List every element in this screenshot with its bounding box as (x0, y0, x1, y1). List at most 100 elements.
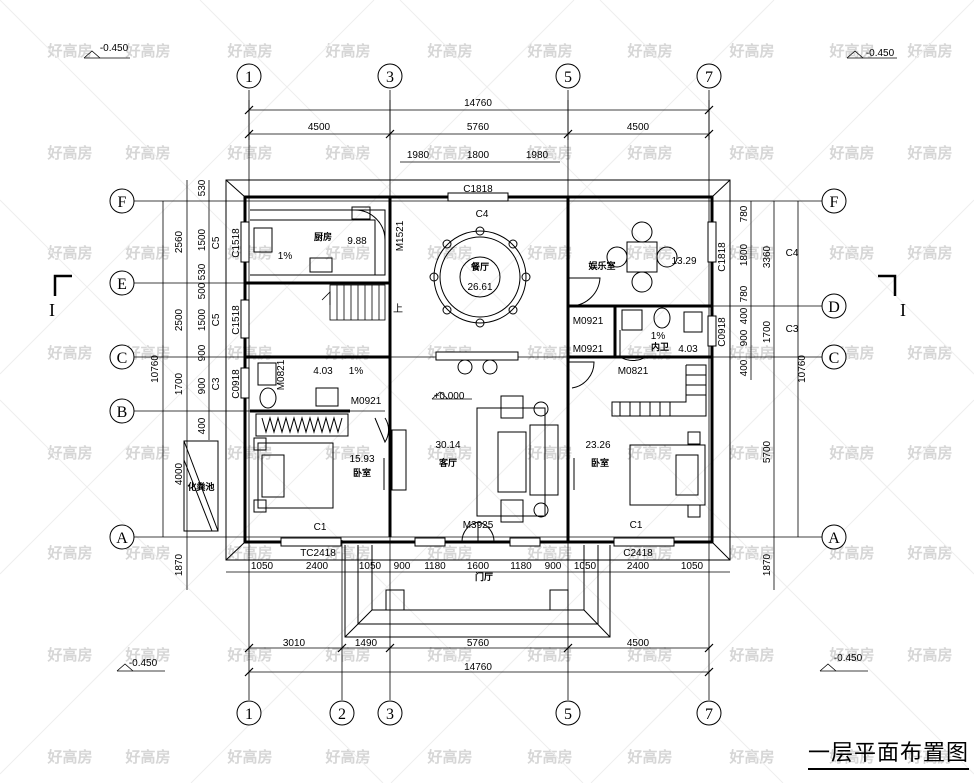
floor-level-label: +0.000 (434, 391, 465, 402)
dim-right-c: 5700 (762, 440, 773, 463)
doors (354, 209, 647, 543)
dim-right-s2: 1800 (739, 243, 750, 266)
watermark-text: 好高房 (828, 444, 874, 462)
watermark-text: 好高房 (626, 748, 672, 766)
watermark-text: 好高房 (226, 42, 272, 60)
watermark-text: 好高房 (124, 544, 170, 562)
room-dining-area: 26.61 (467, 282, 492, 293)
dim-top-d1: 1980 (407, 150, 430, 161)
dim-right-total: 10760 (797, 355, 808, 383)
watermark-text: 好高房 (46, 144, 92, 162)
dim-left-s9: 400 (197, 417, 208, 434)
watermark-text: 好高房 (828, 42, 874, 60)
axis-row-f-left: F (118, 194, 127, 211)
dim-left-c5a: C5 (211, 236, 222, 249)
dim-right-c3: C3 (786, 324, 799, 335)
axis-col-1-bottom: 1 (245, 706, 253, 723)
watermark-text: 好高房 (728, 748, 774, 766)
dim-front-7: 900 (545, 561, 562, 572)
dim-top-b: 5760 (467, 122, 490, 133)
axis-col-7-top: 7 (705, 69, 713, 86)
dim-left-e: 1870 (174, 553, 185, 576)
staircase (321, 284, 386, 321)
dim-right-a: 3360 (762, 245, 773, 268)
dim-left-total: 10760 (150, 355, 161, 383)
watermark-text: 好高房 (46, 344, 92, 362)
watermark-text: 好高房 (828, 544, 874, 562)
window-c4-top: C4 (476, 209, 489, 220)
axis-col-1-top: 1 (245, 69, 253, 86)
watermark-text: 好高房 (124, 444, 170, 462)
dim-left-s5: 1500 (197, 308, 208, 331)
axis-row-a-right: A (828, 530, 840, 547)
room-bed-left-area: 15.93 (349, 454, 374, 465)
section-mark-right: I (900, 300, 906, 320)
watermark-text: 好高房 (906, 144, 952, 162)
watermark-text: 好高房 (728, 244, 774, 262)
watermark-text: 好高房 (728, 544, 774, 562)
window-c1818-top: C1818 (463, 184, 493, 195)
dim-top-d2: 1800 (467, 150, 490, 161)
dim-left-b: 2500 (174, 308, 185, 331)
watermark-text: 好高房 (728, 344, 774, 362)
watermark-text: 好高房 (906, 444, 952, 462)
watermark-text: 好高房 (526, 42, 572, 60)
watermark-text: 好高房 (728, 646, 774, 664)
axis-bubbles (109, 63, 847, 726)
dim-right-s5: 900 (739, 329, 750, 346)
door-m0921-bedroom-left: M0921 (351, 396, 382, 407)
window-tc2418: TC2418 (300, 548, 336, 559)
dim-bot-total: 14760 (464, 662, 492, 673)
watermark-text: 好高房 (46, 748, 92, 766)
level-top-right: -0.450 (866, 48, 895, 59)
watermark-text: 好高房 (426, 544, 472, 562)
room-kitchen-area: 9.88 (347, 236, 367, 247)
axis-col-3-top: 3 (386, 69, 394, 86)
dim-front-10: 1050 (681, 561, 704, 572)
section-mark-left: I (49, 300, 55, 320)
room-recreation-label: 娱乐室 (588, 260, 615, 272)
axis-row-e-left: E (117, 276, 127, 293)
watermark-text: 好高房 (426, 42, 472, 60)
door-m1521: M1521 (395, 220, 406, 251)
wardrobe-right (611, 364, 707, 417)
room-recreation-area: 13.29 (671, 256, 696, 267)
room-bath-left-area: 4.03 (313, 366, 333, 377)
dim-left-s3: 530 (197, 263, 208, 280)
watermark-text: 好高房 (526, 344, 572, 362)
watermark-text: 好高房 (226, 444, 272, 462)
watermark-text: 好高房 (426, 748, 472, 766)
recreation-table (606, 221, 678, 293)
dim-front-8: 1050 (574, 561, 597, 572)
watermark-text: 好高房 (906, 646, 952, 664)
watermark-text: 好高房 (226, 748, 272, 766)
kitchen-slope: 1% (278, 251, 293, 262)
dim-top-c: 4500 (627, 122, 650, 133)
watermark-text: 好高房 (46, 646, 92, 664)
watermark-text: 好高房 (124, 244, 170, 262)
stair-up-label: 上 (393, 303, 403, 315)
dim-right-c4: C4 (786, 248, 799, 259)
watermark-text: 好高房 (124, 42, 170, 60)
dim-left-a: 2560 (174, 230, 185, 253)
axis-row-b-left: B (117, 404, 128, 421)
dim-right-s4: 400 (739, 307, 750, 324)
level-bottom-left: -0.450 (129, 658, 158, 669)
watermark-text: 好高房 (124, 646, 170, 664)
door-m3925: M3925 (463, 520, 494, 531)
axis-col-5-bottom: 5 (564, 706, 572, 723)
watermark-text: 好高房 (46, 544, 92, 562)
watermark-text: 好高房 (906, 344, 952, 362)
dim-left-c5b: C5 (211, 313, 222, 326)
dim-left-s7: 900 (197, 377, 208, 394)
dim-front-2: 1050 (359, 561, 382, 572)
level-top-left: -0.450 (100, 43, 129, 54)
dimension-ticks (244, 105, 714, 677)
watermark-text: 好高房 (828, 748, 874, 766)
dim-left-d: 4000 (174, 462, 185, 485)
dim-front-0: 1050 (251, 561, 274, 572)
dim-bot-c: 5760 (467, 638, 490, 649)
watermark-text: 好高房 (324, 646, 370, 664)
dim-front-1: 2400 (306, 561, 329, 572)
